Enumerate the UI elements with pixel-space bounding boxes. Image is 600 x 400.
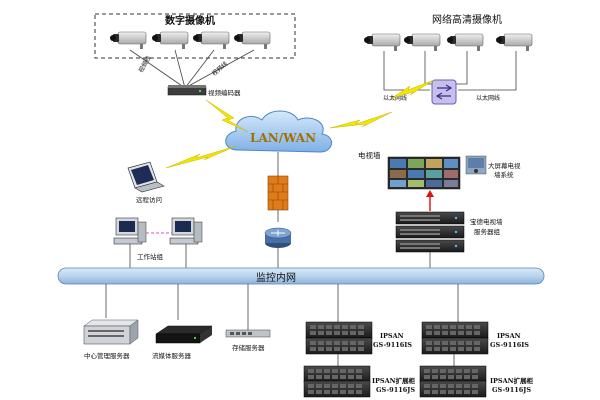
central-management-server-label: 中心管理服务器: [84, 351, 130, 360]
ipsan-expansion-unit-2: [419, 365, 487, 398]
tv-wall-screens: [387, 156, 461, 190]
ipsan-1-title: IPSAN: [380, 332, 404, 340]
bus-drop-lines: [105, 284, 459, 330]
firewall-icon: [267, 175, 289, 211]
ethernet-label-right: 以太网线: [476, 94, 500, 102]
remote-access-label: 远程访问: [136, 195, 162, 204]
central-management-server-icon: [83, 319, 139, 345]
ipsan-2-title: IPSAN: [497, 332, 521, 340]
network-camera-icon: [403, 33, 441, 52]
network-switch: [431, 79, 457, 105]
storage-server-label: 存储服务器: [232, 343, 265, 352]
monitoring-lan-label: 监控内网: [256, 271, 296, 284]
ipsan-1-model: GS-9116IS: [373, 341, 412, 349]
ipsan-expansion-1-model: GS-9116JS: [376, 386, 415, 394]
video-encoder: [167, 85, 207, 96]
router-icon: [264, 227, 292, 248]
tv-wall-server-label: 宝德电视墙: [470, 217, 503, 226]
network-camera-icon: [363, 33, 401, 52]
tv-wall-photo: [465, 155, 487, 175]
network-camera-icon: [446, 33, 484, 52]
ipsan-expansion-1-title: IPSAN扩展柜: [372, 376, 416, 385]
digital-camera-icon: [151, 31, 189, 50]
workstation-group-label: 工作站组: [137, 252, 164, 261]
monitoring-lan-bus: [57, 267, 545, 285]
digital-camera-icon: [233, 31, 271, 50]
tv-wall-server-group: [395, 211, 465, 253]
digital-camera-icon: [192, 31, 230, 50]
ipsan-unit-2: [421, 321, 489, 355]
ethernet-label-left: 以太网线: [383, 94, 407, 102]
laptop-icon: [127, 161, 165, 193]
storage-server-icon: [225, 329, 271, 338]
ipsan-expansion-2-model: GS-9116JS: [492, 386, 531, 394]
ipsan-unit-1: [305, 321, 373, 355]
signal-arrow-icon: [426, 190, 434, 211]
network-hd-cameras-title: 网络高清摄像机: [432, 13, 502, 26]
workstation-icon: [113, 217, 147, 245]
big-screen-system-label: 大屏幕电视: [488, 161, 521, 170]
ipsan-expansion-unit-1: [303, 365, 371, 398]
workstation-icon: [169, 217, 203, 245]
big-screen-system-label: 墙系统: [494, 170, 514, 179]
digital-camera-icon: [109, 31, 147, 50]
tv-wall-label: 电视墙: [358, 150, 381, 160]
digital-camera-group: [94, 13, 296, 59]
ipsan-expansion-2-title: IPSAN扩展柜: [490, 376, 534, 385]
video-encoder-label: 视频编码器: [208, 88, 241, 97]
video-cables: [129, 49, 255, 89]
digital-cameras-title: 数字摄像机: [165, 14, 215, 27]
streaming-server-label: 流媒体服务器: [152, 351, 192, 360]
video-cable-label: 视频线: [210, 60, 229, 78]
lan-wan-cloud: [225, 110, 332, 153]
ipsan-2-model: GS-9116IS: [490, 341, 529, 349]
wireless-link-icons: [165, 79, 435, 169]
tv-wall-server-label: 服务器组: [474, 227, 501, 236]
network-camera-icon: [495, 33, 533, 52]
lan-wan-label: LAN/WAN: [250, 131, 316, 145]
streaming-server-icon: [155, 325, 213, 344]
